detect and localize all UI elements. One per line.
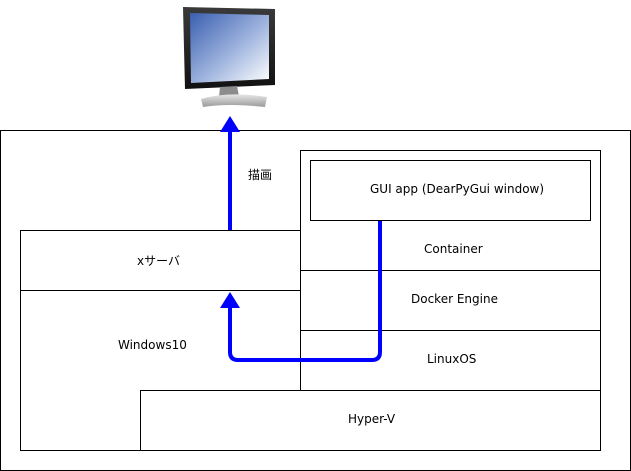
xserver-label: xサーバ bbox=[137, 254, 180, 268]
render-arrow bbox=[228, 221, 382, 362]
monitor-icon bbox=[183, 7, 275, 107]
draw-arrowhead bbox=[220, 116, 240, 132]
container-label: Container bbox=[424, 242, 483, 256]
hyperv-box bbox=[140, 390, 601, 451]
windows10-label: Windows10 bbox=[118, 338, 187, 352]
docker-engine-label: Docker Engine bbox=[411, 292, 498, 306]
docker-engine-box bbox=[300, 270, 601, 331]
gui-app-label: GUI app (DearPyGui window) bbox=[370, 182, 545, 196]
render-arrowhead bbox=[220, 292, 240, 308]
draw-label: 描画 bbox=[248, 168, 273, 182]
gui-app-box bbox=[310, 160, 591, 221]
linuxos-label: LinuxOS bbox=[427, 352, 477, 366]
hyperv-label: Hyper-V bbox=[348, 412, 396, 426]
